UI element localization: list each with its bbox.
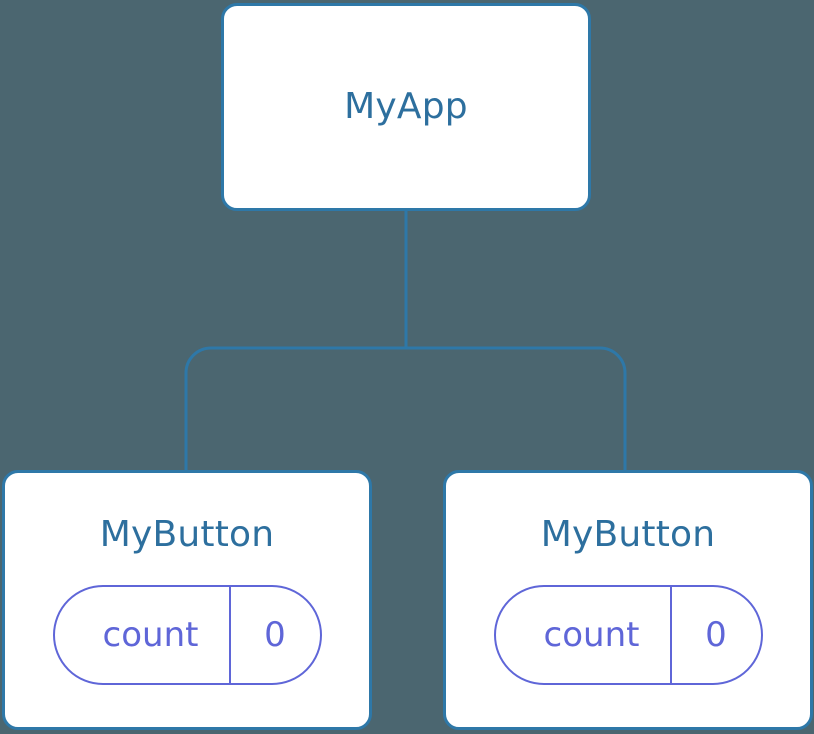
node-root-myapp[interactable]: MyApp	[221, 3, 591, 211]
state-value: 0	[228, 587, 320, 683]
state-key: count	[543, 615, 640, 655]
state-value: 0	[669, 587, 761, 683]
connector-branch-right	[406, 346, 627, 470]
state-pill[interactable]: count 0	[52, 585, 322, 685]
state-pill[interactable]: count 0	[493, 585, 763, 685]
node-title: MyApp	[344, 86, 468, 127]
node-title: MyButton	[99, 514, 275, 555]
node-child-mybutton-2[interactable]: MyButton count 0	[443, 470, 813, 730]
connector-branch-left	[184, 346, 406, 470]
node-title: MyButton	[540, 514, 716, 555]
state-key: count	[102, 615, 199, 655]
node-child-mybutton-1[interactable]: MyButton count 0	[2, 470, 372, 730]
